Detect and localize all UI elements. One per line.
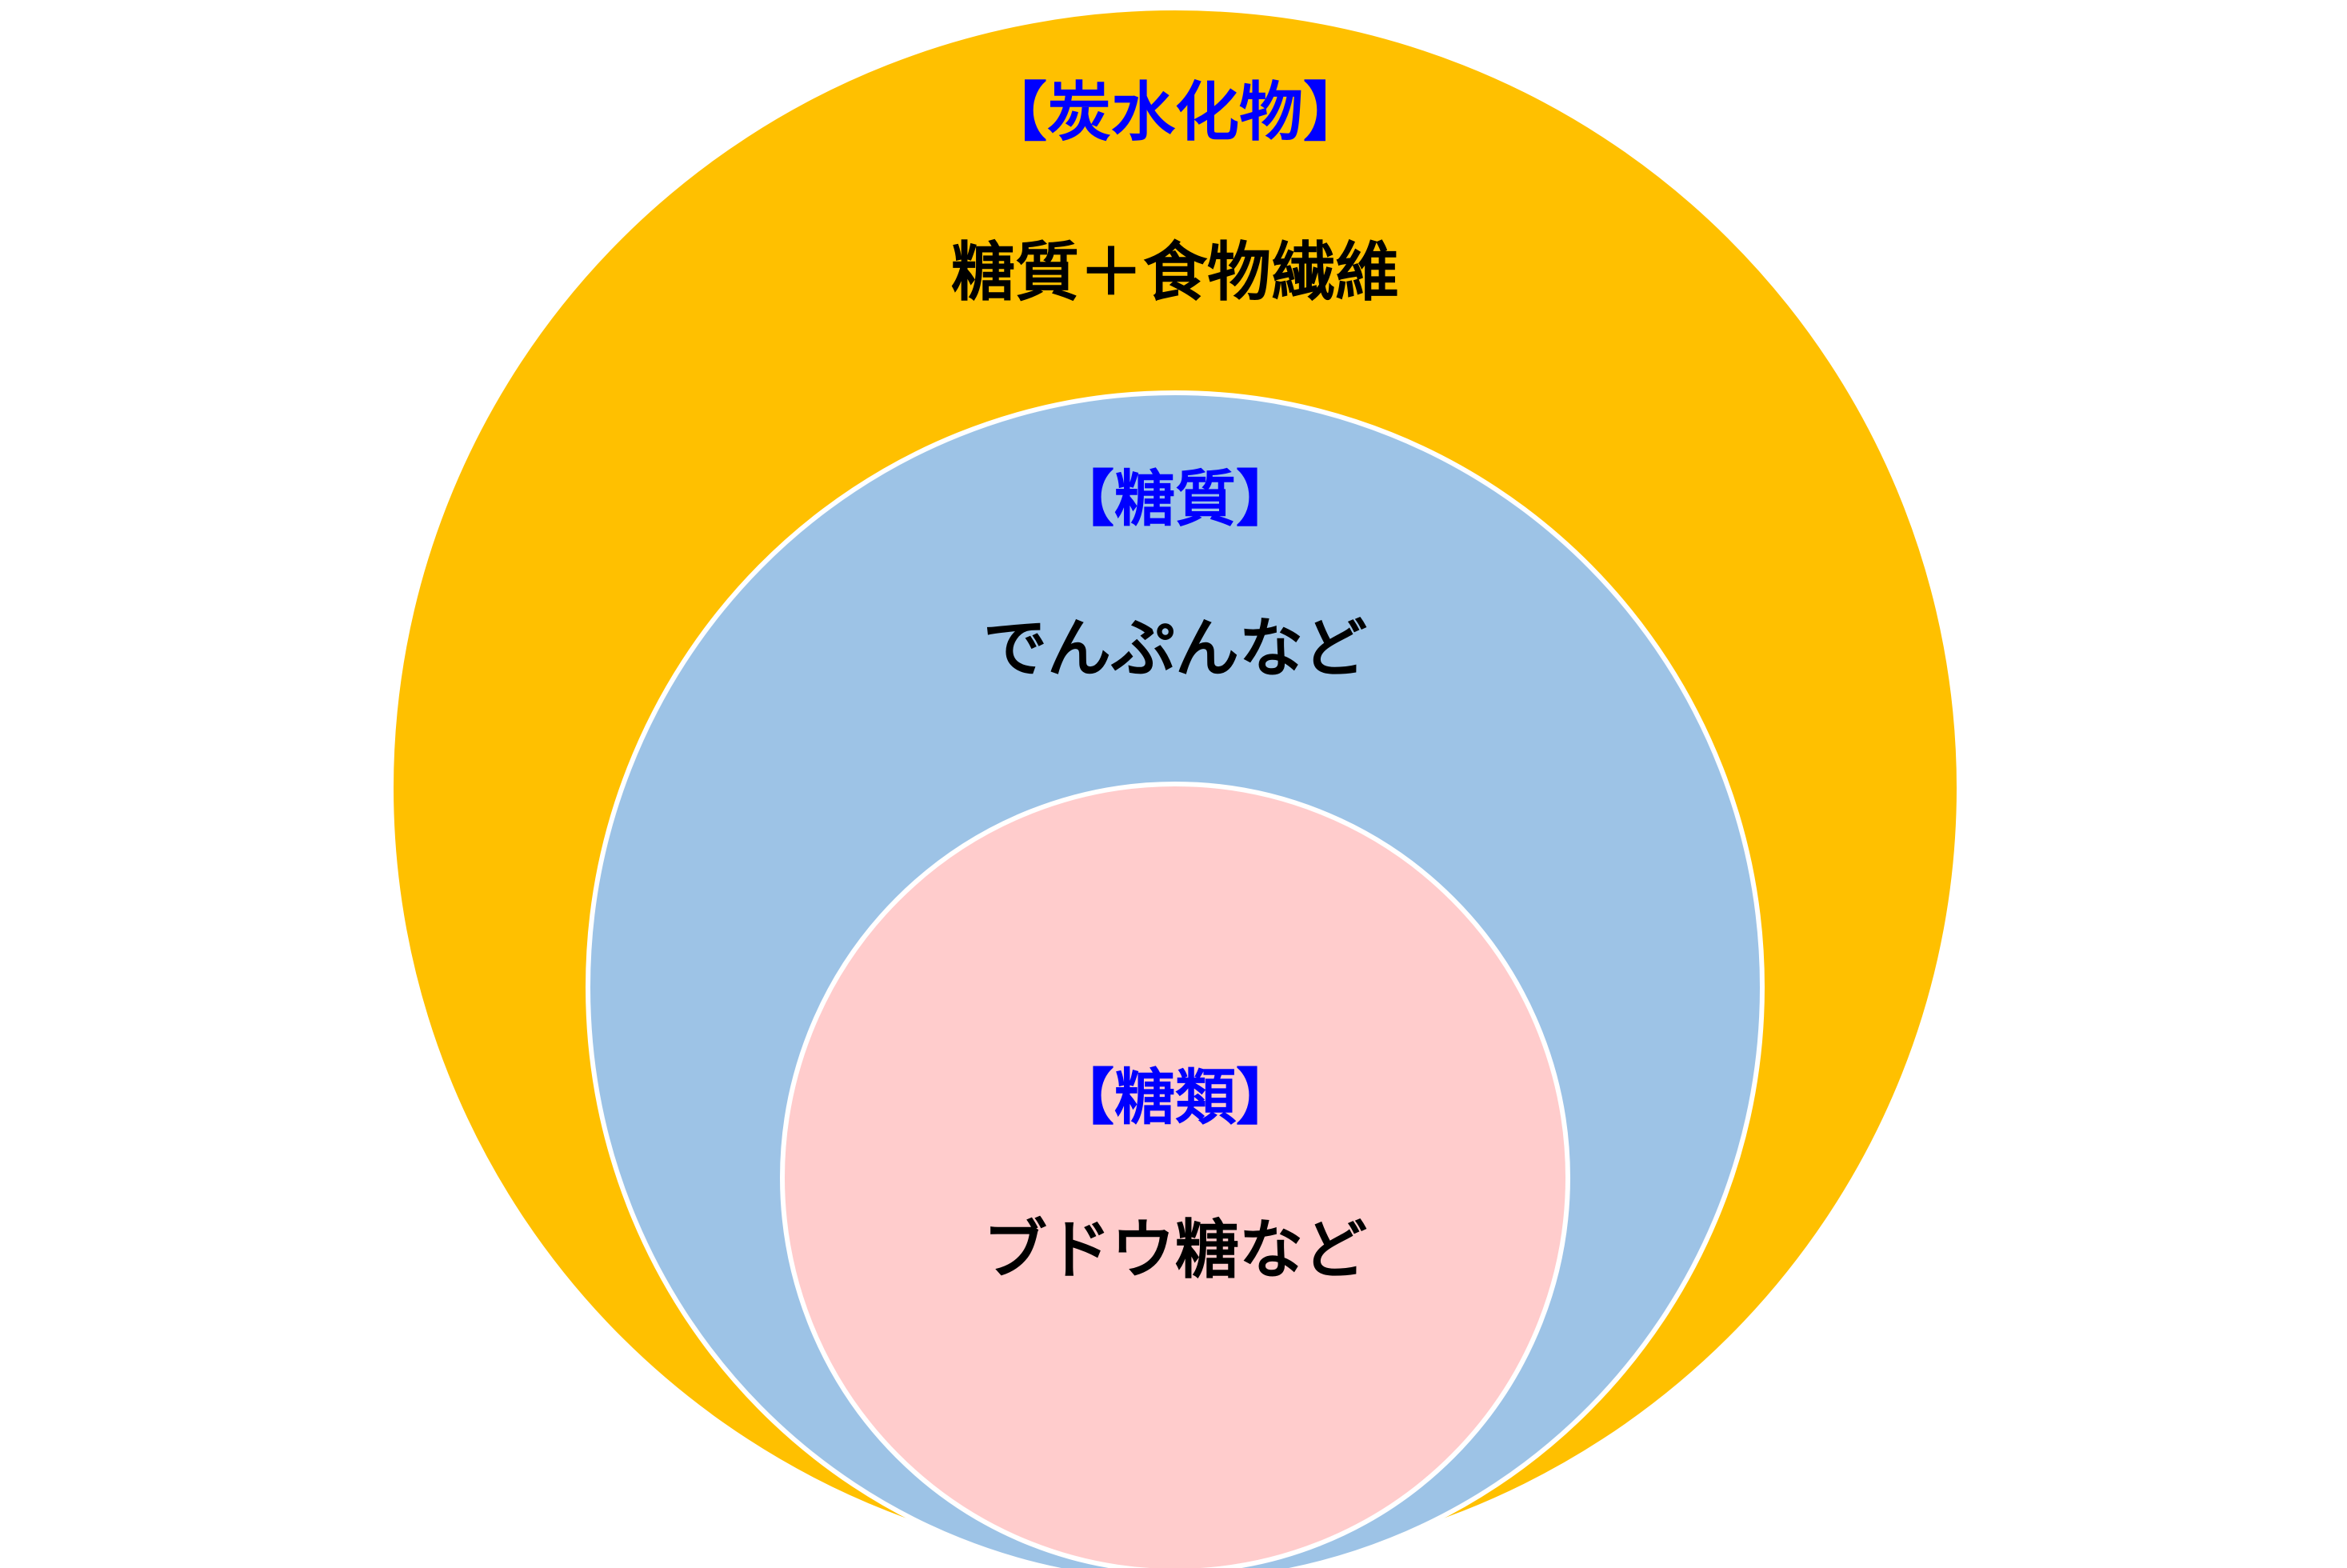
saccharide-text: ブドウ糖など <box>983 1213 1367 1287</box>
sugar-text: でんぷんなど <box>983 611 1367 686</box>
carbohydrate-heading: 【炭水化物】 <box>983 75 1367 150</box>
carbohydrate-text: 糖質＋食物繊維 <box>951 235 1399 310</box>
saccharide-heading: 【糖類】 <box>1054 1062 1297 1133</box>
sugar-heading: 【糖質】 <box>1054 463 1297 534</box>
saccharide-circle <box>780 782 1570 1568</box>
